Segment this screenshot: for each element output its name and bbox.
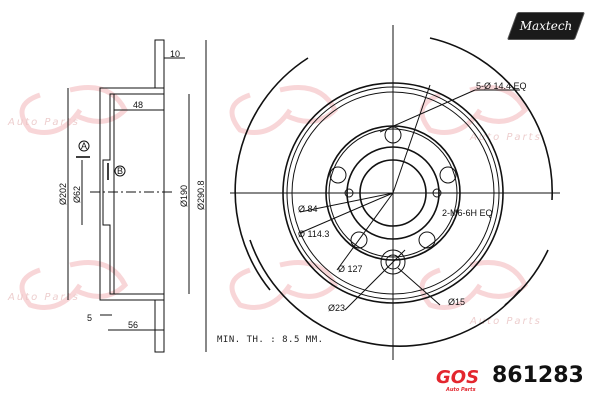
part-number: 861283 [492, 363, 584, 388]
front-view [230, 25, 560, 360]
svg-text:Auto Parts: Auto Parts [7, 117, 80, 128]
gos-logo: GOS Auto Parts [436, 367, 479, 393]
dim-flange: 5 [87, 313, 92, 323]
min-thickness: MIN. TH. : 8.5 MM. [217, 335, 324, 345]
gos-logo-sub: Auto Parts [445, 387, 476, 393]
svg-text:Auto Parts: Auto Parts [469, 316, 542, 327]
datum-a: A [81, 141, 87, 151]
label-bolt-holes: 5-Ø 14.4 EQ [476, 81, 527, 91]
side-view [67, 39, 207, 353]
label-d114: Ø 114.3 [298, 229, 329, 239]
gos-logo-text: GOS [436, 367, 479, 388]
dim-offset: 56 [128, 320, 138, 330]
label-d127: Ø 127 [338, 264, 363, 274]
svg-text:Auto Parts: Auto Parts [7, 292, 80, 303]
dim-center-dia: Ø62 [72, 186, 82, 203]
dim-thickness: 10 [170, 49, 180, 59]
label-d23: Ø23 [328, 303, 345, 313]
svg-text:Auto Parts: Auto Parts [469, 132, 542, 143]
label-threaded-holes: 2-M6-6H EQ [442, 208, 493, 218]
datum-b: B [117, 166, 123, 176]
dim-ring-dia: Ø190 [179, 185, 189, 207]
label-d15: Ø15 [448, 297, 465, 307]
label-d84: Ø 84 [298, 204, 318, 214]
maxtech-logo: Maxtech [506, 12, 586, 40]
watermark: Auto Parts Auto Parts Auto Parts Auto Pa… [7, 85, 542, 327]
dim-hat-depth: 48 [133, 100, 143, 110]
dim-hat-dia: Ø202 [58, 183, 68, 205]
dim-outer-dia: Ø290.8 [196, 180, 206, 210]
